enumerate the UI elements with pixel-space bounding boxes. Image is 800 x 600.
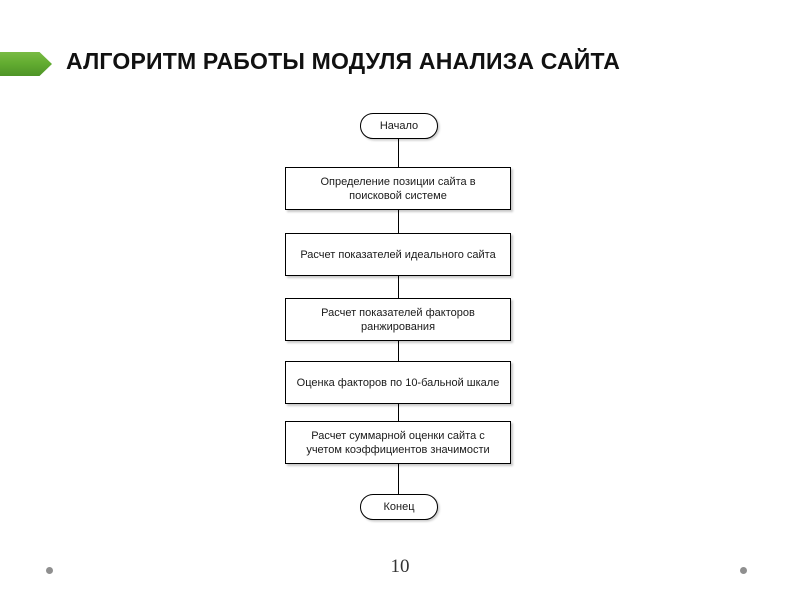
flow-node-label: Расчет суммарной оценки сайта с учетом к…	[306, 429, 490, 456]
gray-dot-icon-left	[46, 567, 53, 574]
flow-node-step5[interactable]: Расчет суммарной оценки сайта с учетом к…	[285, 421, 511, 464]
flow-node-label: Начало	[379, 120, 419, 132]
flow-connector-step3-step4	[398, 341, 399, 361]
flow-connector-step5-end	[398, 464, 399, 494]
flow-connector-step1-step2	[398, 210, 399, 233]
flow-node-label: Конец	[383, 501, 415, 513]
slide-header: АЛГОРИТМ РАБОТЫ МОДУЛЯ АНАЛИЗА САЙТА	[0, 44, 800, 84]
page-number: 10	[390, 556, 410, 577]
flow-node-start[interactable]: Начало	[360, 113, 438, 139]
green-chevron-bullet-icon	[0, 52, 52, 76]
flow-node-step2[interactable]: Расчет показателей идеального сайта	[285, 233, 511, 276]
flow-connector-step4-step5	[398, 404, 399, 421]
flow-connector-step2-step3	[398, 276, 399, 298]
page-title: АЛГОРИТМ РАБОТЫ МОДУЛЯ АНАЛИЗА САЙТА	[66, 48, 621, 74]
flow-node-step4[interactable]: Оценка факторов по 10-бальной шкале	[285, 361, 511, 404]
flow-connector-start-step1	[398, 139, 399, 167]
flow-node-label: Оценка факторов по 10-бальной шкале	[296, 376, 500, 389]
gray-dot-icon-right	[740, 567, 747, 574]
flow-node-end[interactable]: Конец	[360, 494, 438, 520]
flow-node-step1[interactable]: Определение позиции сайта в поисковой си…	[285, 167, 511, 210]
flow-node-label: Расчет показателей идеального сайта	[300, 248, 496, 261]
flow-node-step3[interactable]: Расчет показателей факторов ранжирования	[285, 298, 511, 341]
flow-node-label: Определение позиции сайта в поисковой си…	[320, 175, 476, 202]
flow-node-label: Расчет показателей факторов ранжирования	[321, 306, 475, 333]
